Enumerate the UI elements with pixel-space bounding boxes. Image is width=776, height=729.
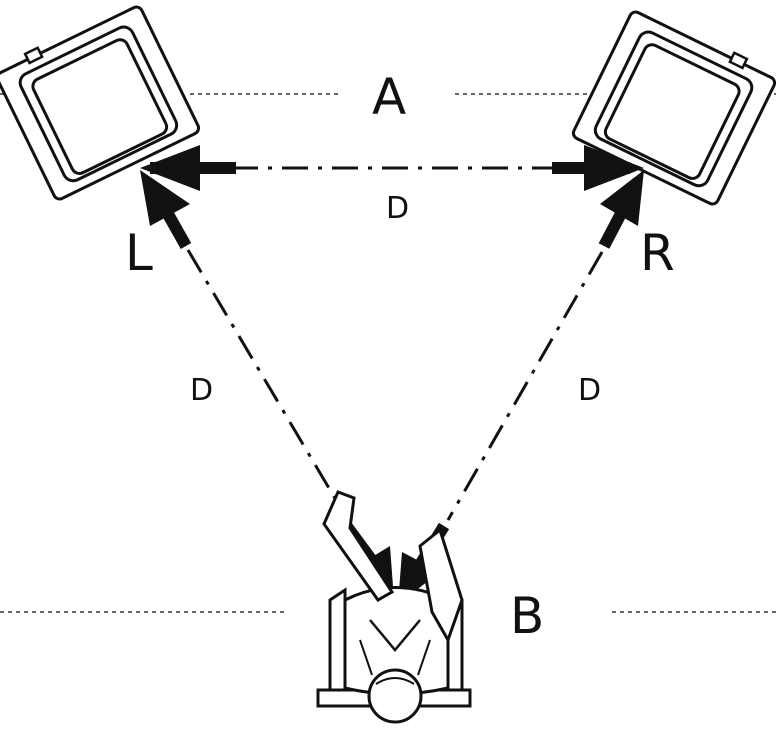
left-speaker-icon — [0, 5, 201, 201]
label-right-speaker: R — [640, 224, 675, 282]
arrow-top-to-left — [140, 145, 236, 191]
label-left-speaker: L — [125, 224, 153, 282]
label-a: A — [372, 68, 406, 126]
right-speaker-icon — [571, 10, 776, 206]
listener-icon — [316, 490, 472, 724]
arrow-up-to-right — [598, 170, 644, 249]
label-distance-left: D — [190, 373, 213, 408]
label-b: B — [510, 587, 544, 645]
label-distance-right: D — [578, 373, 601, 408]
arrow-up-to-left — [140, 170, 192, 249]
label-distance-top: D — [386, 191, 409, 226]
distance-line-right — [446, 251, 604, 521]
arrow-top-to-right — [552, 145, 644, 191]
